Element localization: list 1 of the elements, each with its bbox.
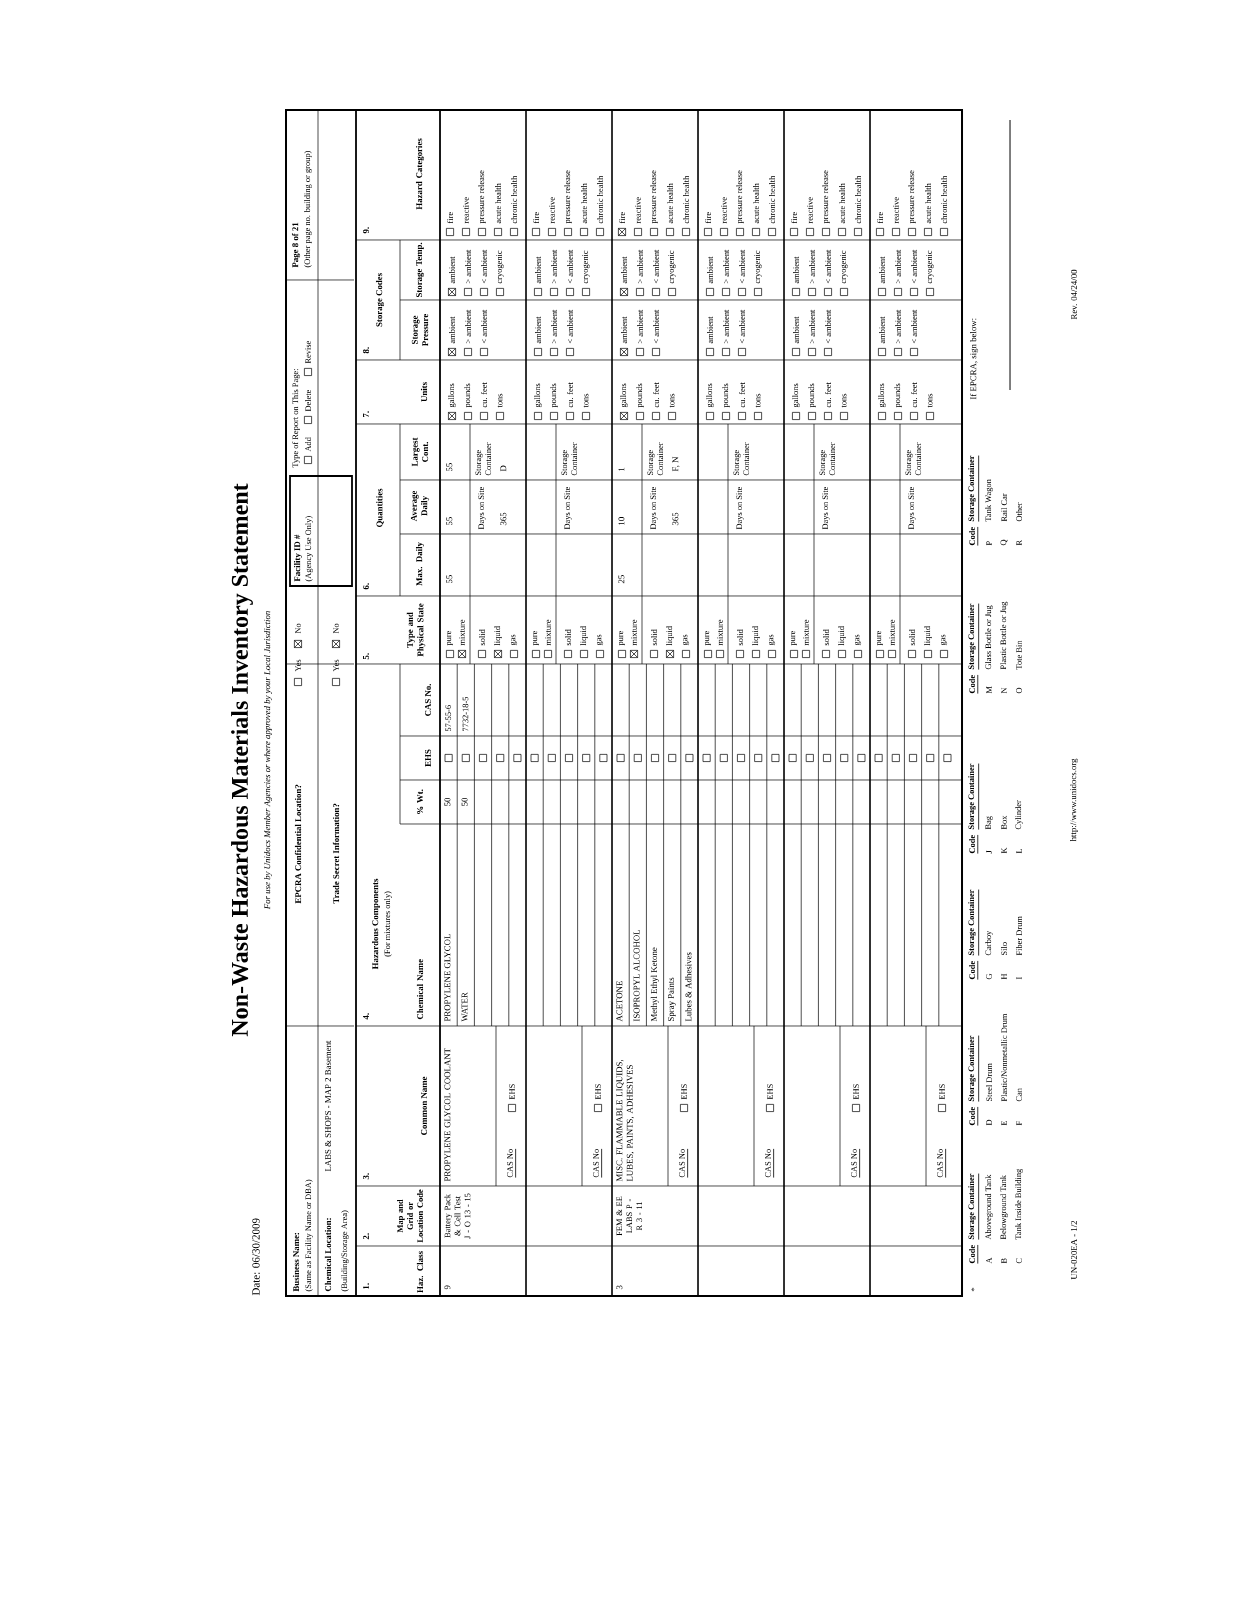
form-title: Non-Waste Hazardous Materials Inventory Statement: [231, 483, 253, 1037]
